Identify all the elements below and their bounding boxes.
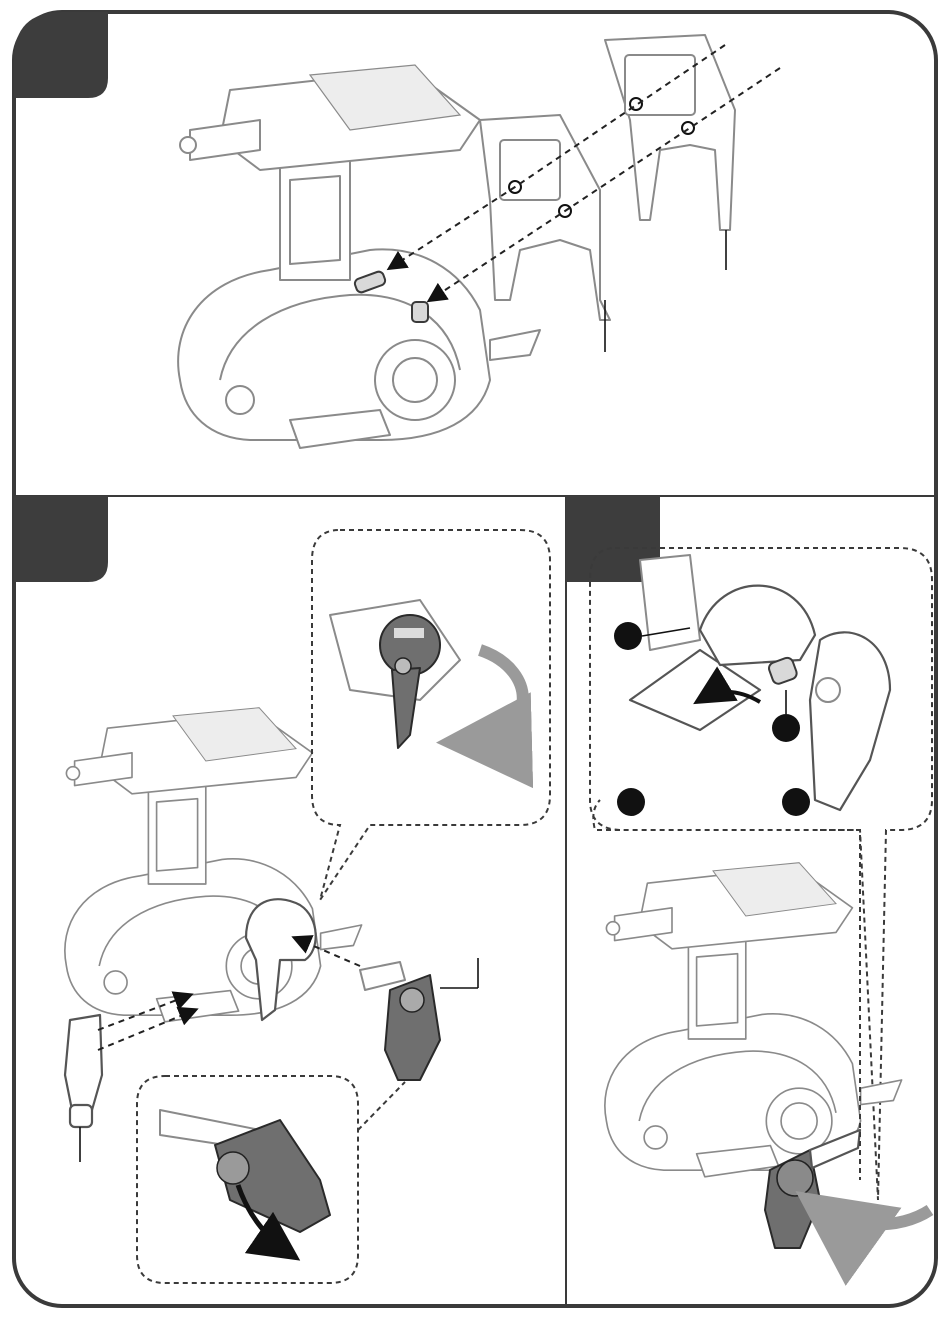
step-tab-top (14, 12, 108, 98)
claw-detail-part (630, 555, 890, 810)
snap-detail-part (160, 1110, 330, 1232)
side-plate-back (605, 35, 735, 230)
side-plate-front (480, 115, 610, 320)
rotate-arrow-icon (460, 650, 523, 742)
marker-4 (782, 788, 810, 816)
marker-3 (617, 788, 645, 816)
marker-1 (614, 622, 642, 650)
robot-assembly-left (65, 708, 362, 1022)
rotate-arrow-icon-right (815, 1205, 930, 1224)
step-tab-bottom-left (14, 496, 108, 582)
marker-2 (772, 714, 800, 742)
robot-assembly-right (605, 863, 902, 1177)
rotate-detail-part (330, 600, 460, 748)
peg-lower (412, 302, 428, 322)
foot-part (65, 1015, 102, 1127)
arm-part-grey (360, 962, 440, 1080)
